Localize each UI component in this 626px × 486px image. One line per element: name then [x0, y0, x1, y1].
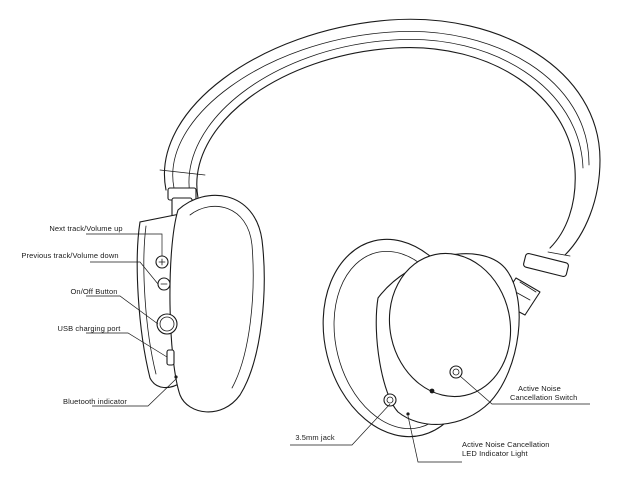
- anc-led-label-line2: LED Indicator Light: [462, 449, 528, 458]
- anc-led-icon: [406, 412, 410, 416]
- volume-up-icon: [155, 255, 169, 269]
- bluetooth-led-icon: [174, 375, 178, 379]
- on-off-label: On/Off Button: [70, 287, 118, 296]
- volume-down-icon: [157, 277, 171, 291]
- mic-hole-icon: [429, 388, 435, 394]
- anc-led-label-line1: Active Noise Cancellation: [462, 440, 550, 449]
- leader-lines: [86, 233, 590, 463]
- next-track-label: Next track/Volume up: [49, 224, 123, 233]
- bluetooth-label: Bluetooth indicator: [62, 397, 128, 406]
- left-earcup: [136, 194, 265, 413]
- right-earcup: [322, 238, 520, 438]
- usb-port-label: USB charging port: [57, 324, 121, 333]
- previous-track-label: Previous track/Volume down: [21, 251, 119, 260]
- headband: [159, 18, 601, 257]
- anc-switch-icon: [449, 365, 463, 379]
- anc-switch-label-line2: Cancellation Switch: [510, 393, 578, 402]
- jack-label: 3.5mm jack: [295, 433, 335, 442]
- power-icon: [156, 313, 178, 335]
- anc-switch-label-line1: Active Noise: [518, 384, 561, 393]
- audio-jack-icon: [383, 393, 397, 407]
- usb-port-icon: [166, 349, 175, 366]
